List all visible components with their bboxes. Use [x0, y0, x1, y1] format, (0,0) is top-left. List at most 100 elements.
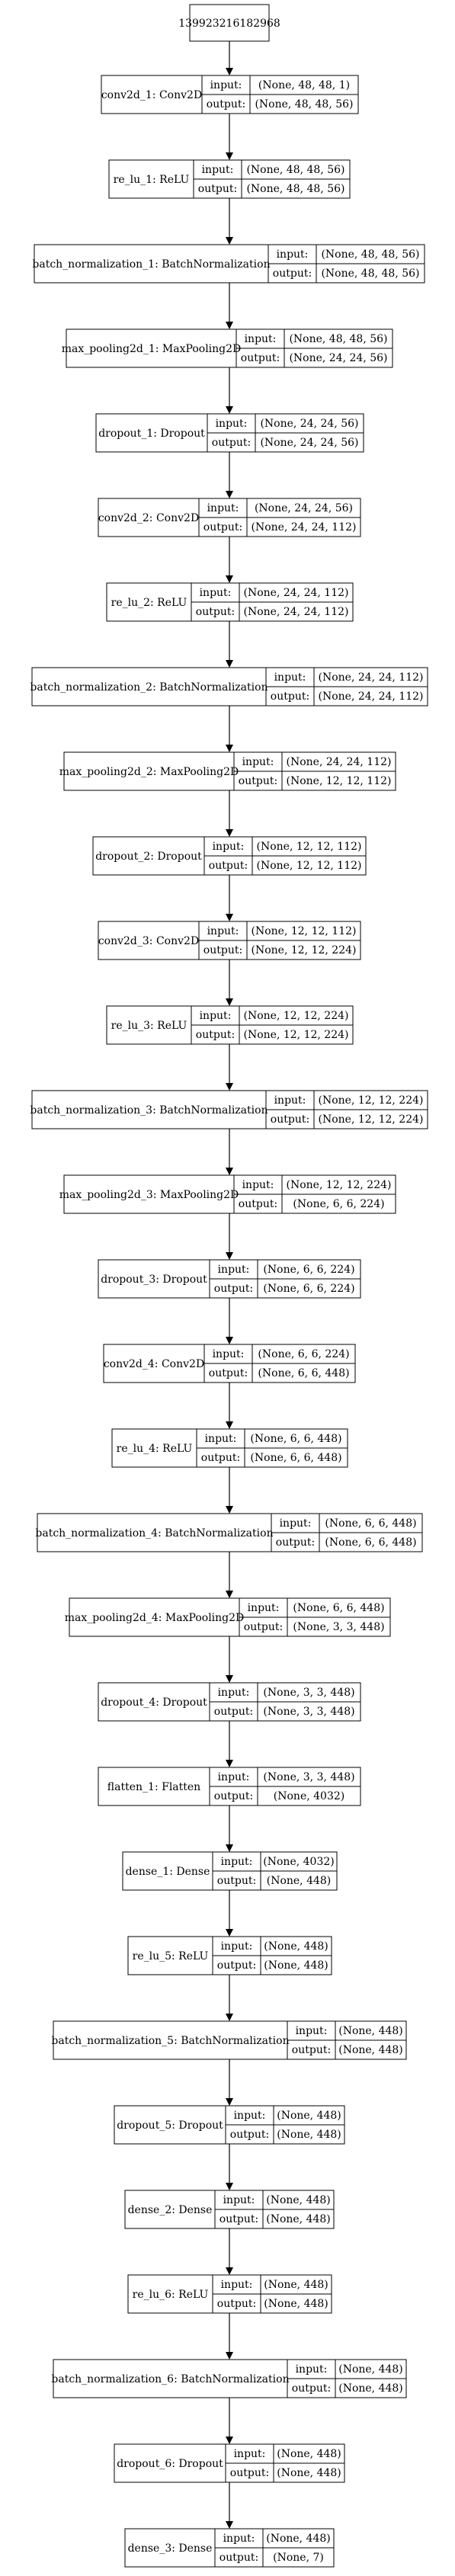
output-shape: (None, 48, 48, 56)	[321, 268, 419, 280]
input-shape: (None, 6, 6, 448)	[250, 1433, 341, 1445]
input-shape: (None, 448)	[264, 2279, 328, 2291]
layer-name: max_pooling2d_3: MaxPooling2D	[59, 1189, 239, 1201]
output-shape: (None, 24, 24, 112)	[244, 606, 349, 618]
output-shape: (None, 24, 24, 56)	[289, 352, 387, 364]
output-port-label: output:	[292, 2382, 331, 2395]
output-shape: (None, 448)	[264, 2298, 328, 2310]
layer-name: max_pooling2d_4: MaxPooling2D	[65, 1612, 245, 1624]
edge-arrow	[226, 2313, 233, 2360]
layer-name: conv2d_1: Conv2D	[101, 89, 202, 101]
input-port-label: input:	[218, 1687, 250, 1699]
layer-node-batch-normalization-2: batch_normalization_2: BatchNormalizatio…	[30, 667, 428, 706]
graph-nodes: 139923216182968 conv2d_1: Conv2Dinput:ou…	[30, 4, 428, 2568]
output-shape: (None, 12, 12, 224)	[244, 1029, 349, 1041]
input-port-label: input:	[210, 79, 242, 91]
output-port-label: output:	[230, 2467, 269, 2479]
input-port-label: input:	[274, 671, 306, 684]
output-port-label: output:	[198, 183, 237, 195]
edge-arrow	[226, 367, 233, 414]
graph-edges	[226, 41, 233, 2529]
layer-node-max-pooling2d-4: max_pooling2d_4: MaxPooling2Dinput:outpu…	[65, 1597, 391, 1637]
input-shape: (None, 448)	[264, 1940, 328, 1953]
output-port-label: output:	[217, 2298, 256, 2310]
output-port-label: output:	[239, 1198, 277, 1210]
output-shape: (None, 4032)	[274, 1790, 344, 1802]
input-shape: (None, 24, 24, 112)	[244, 587, 349, 599]
layer-name: dropout_1: Dropout	[98, 428, 205, 440]
input-port-label: input:	[221, 1856, 253, 1868]
layer-name: batch_normalization_2: BatchNormalizatio…	[30, 681, 268, 694]
output-port-label: output:	[241, 352, 280, 364]
input-port-label: input:	[234, 2110, 266, 2122]
edge-arrow	[226, 283, 233, 329]
output-shape: (None, 3, 3, 448)	[263, 1706, 354, 1718]
output-shape: (None, 48, 48, 56)	[246, 183, 344, 195]
layer-node-re-lu-1: re_lu_1: ReLU input: output: (None, 48, 48,…	[108, 159, 351, 199]
edge-arrow	[226, 2228, 233, 2275]
input-port-label: input:	[280, 1517, 312, 1530]
input-shape: (None, 24, 24, 56)	[255, 502, 353, 514]
output-shape: (None, 448)	[338, 2382, 403, 2395]
input-port-label: input:	[200, 1010, 232, 1022]
output-port-label: output:	[214, 1790, 253, 1802]
layer-name: dropout_5: Dropout	[117, 2119, 223, 2132]
input-port-label: input:	[207, 925, 239, 937]
output-shape: (None, 48, 48, 56)	[255, 98, 353, 111]
edge-arrow	[226, 1213, 233, 1260]
output-shape: (None, 24, 24, 112)	[319, 690, 424, 703]
output-shape: (None, 6, 6, 448)	[258, 1367, 349, 1379]
input-shape: (None, 12, 12, 112)	[252, 925, 357, 937]
output-port-label: output:	[271, 1113, 309, 1126]
edge-arrow	[226, 621, 233, 668]
layer-node-max-pooling2d-3: max_pooling2d_3: MaxPooling2Dinput:outpu…	[59, 1174, 396, 1214]
layer-name: dropout_4: Dropout	[101, 1697, 207, 1709]
output-shape: (None, 6, 6, 224)	[263, 1283, 354, 1295]
output-port-label: output:	[276, 1536, 315, 1549]
input-shape: (None, 448)	[277, 2448, 341, 2460]
output-port-label: output:	[230, 2129, 269, 2141]
input-port-label: input:	[242, 756, 274, 768]
edge-arrow	[226, 2144, 233, 2190]
input-port-label: input:	[213, 1348, 245, 1360]
input-port-label: input:	[296, 2363, 328, 2376]
input-shape: (None, 12, 12, 224)	[319, 1094, 424, 1107]
layer-name: batch_normalization_6: BatchNormalizatio…	[51, 2373, 289, 2385]
output-shape: (None, 448)	[267, 1875, 332, 1887]
edge-arrow	[226, 706, 233, 752]
layer-node-batch-normalization-5: batch_normalization_5: BatchNormalizatio…	[51, 2020, 407, 2060]
edge-arrow	[226, 452, 233, 498]
output-port-label: output:	[203, 944, 242, 956]
input-port-label: input:	[202, 164, 234, 176]
layer-node-batch-normalization-6: batch_normalization_6: BatchNormalizatio…	[51, 2359, 407, 2398]
layer-name: max_pooling2d_2: MaxPooling2D	[59, 766, 239, 778]
input-port-label: input:	[234, 2448, 266, 2460]
output-shape: (None, 448)	[264, 1959, 328, 1972]
layer-name: re_lu_1: ReLU	[114, 174, 190, 186]
output-port-label: output:	[244, 1621, 283, 1633]
layer-name: re_lu_5: ReLU	[133, 1950, 209, 1962]
edge-arrow	[226, 1721, 233, 1767]
output-shape: (None, 6, 6, 448)	[250, 1452, 341, 1464]
output-shape: (None, 12, 12, 224)	[319, 1113, 424, 1126]
input-shape: (None, 6, 6, 224)	[258, 1348, 349, 1360]
layer-name: dense_2: Dense	[128, 2204, 213, 2216]
input-port-label: input:	[207, 502, 239, 514]
layer-name: re_lu_2: ReLU	[111, 597, 187, 609]
input-port-label: input:	[218, 1264, 250, 1276]
input-shape: (None, 48, 48, 1)	[258, 79, 350, 91]
output-port-label: output:	[217, 1875, 256, 1887]
output-port-label: output:	[209, 1367, 248, 1379]
input-port-label: input:	[213, 841, 245, 853]
output-port-label: output:	[212, 437, 251, 449]
edge-arrow	[226, 1383, 233, 1429]
edge-arrow	[226, 960, 233, 1006]
output-port-label: output:	[203, 521, 242, 533]
input-port-label: input:	[223, 2194, 255, 2206]
